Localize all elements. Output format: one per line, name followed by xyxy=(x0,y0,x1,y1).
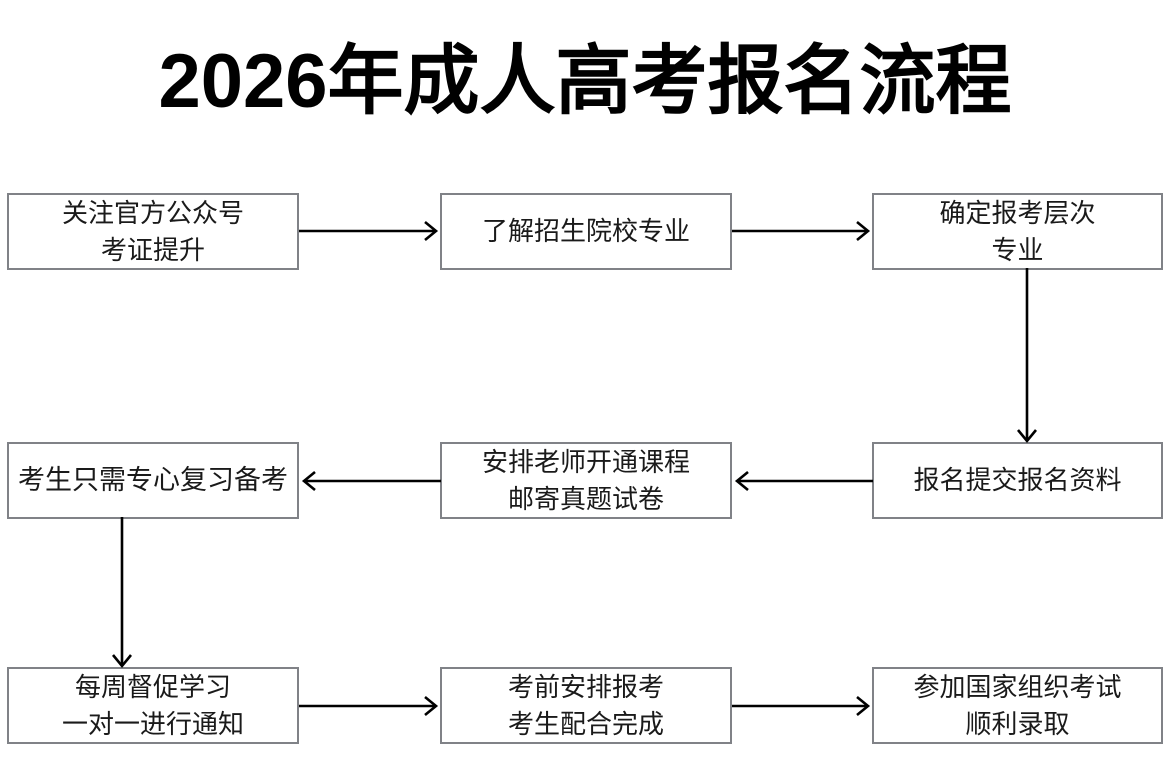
flow-node-exam-arrange[interactable]: 考前安排报考 考生配合完成 xyxy=(440,667,732,744)
flow-node-line: 确定报考层次 xyxy=(939,197,1096,228)
flow-node-submit-materials[interactable]: 报名提交报名资料 xyxy=(872,442,1163,519)
flow-node-line: 专业 xyxy=(991,234,1044,265)
flow-node-attend-exam[interactable]: 参加国家组织考试 顺利录取 xyxy=(872,667,1163,744)
arrow-right-icon xyxy=(732,208,873,254)
arrow-right-icon xyxy=(299,208,441,254)
arrow-right-icon xyxy=(299,683,441,729)
flow-node-line: 考生配合完成 xyxy=(507,708,664,739)
flow-node-line: 邮寄真题试卷 xyxy=(507,483,664,514)
flow-node-line: 考前安排报考 xyxy=(507,671,664,702)
arrow-down-icon xyxy=(99,517,145,671)
flow-node-line: 安排老师开通课程 xyxy=(481,446,690,477)
flow-node-line: 参加国家组织考试 xyxy=(913,671,1122,702)
flow-node-line: 顺利录取 xyxy=(965,708,1070,739)
flow-node-line: 一对一进行通知 xyxy=(61,708,244,739)
arrow-right-icon xyxy=(732,683,873,729)
flow-node-line: 考证提升 xyxy=(100,234,205,265)
flow-node-line: 了解招生院校专业 xyxy=(481,216,690,246)
flow-node-line: 关注官方公众号 xyxy=(61,197,244,228)
arrow-left-icon xyxy=(299,458,441,504)
flow-node-follow-official[interactable]: 关注官方公众号 考证提升 xyxy=(7,193,299,270)
flow-node-weekly-supervise[interactable]: 每周督促学习 一对一进行通知 xyxy=(7,667,299,744)
flow-node-line: 报名提交报名资料 xyxy=(913,465,1122,495)
flow-node-confirm-level[interactable]: 确定报考层次 专业 xyxy=(872,193,1163,270)
flow-node-line: 考生只需专心复习备考 xyxy=(18,465,288,495)
arrow-down-icon xyxy=(1004,268,1050,446)
flow-node-learn-programs[interactable]: 了解招生院校专业 xyxy=(440,193,732,270)
arrow-left-icon xyxy=(732,458,873,504)
flow-node-teacher-course[interactable]: 安排老师开通课程 邮寄真题试卷 xyxy=(440,442,732,519)
flow-node-line: 每周督促学习 xyxy=(74,671,231,702)
flow-node-focus-review[interactable]: 考生只需专心复习备考 xyxy=(7,442,299,519)
page-title: 2026年成人高考报名流程 xyxy=(158,39,1012,124)
